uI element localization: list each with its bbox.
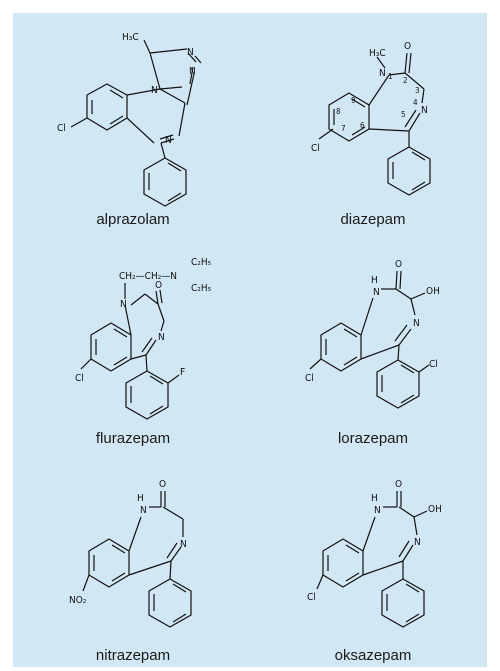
nitrazepam-n4: N	[180, 539, 187, 550]
oksazepam-n4: N	[414, 537, 421, 548]
flurazepam-cl: Cl	[75, 373, 84, 384]
nitrazepam-n1: N	[140, 505, 147, 516]
caption-lorazepam: lorazepam	[337, 430, 409, 447]
diazepam-n4: N	[421, 105, 428, 116]
alprazolam-cl: Cl	[57, 123, 66, 134]
alprazolam-n-right: N	[189, 66, 196, 77]
diazepam-num5: 5	[401, 110, 406, 119]
diazepam-n1: N	[379, 68, 386, 79]
diazepam-num2: 2	[403, 76, 408, 85]
caption-diazepam: diazepam	[340, 211, 406, 228]
nitrazepam-no2: NO₂	[69, 595, 87, 606]
flurazepam-structure	[80, 283, 180, 420]
diazepam-num8: 8	[336, 107, 341, 116]
diazepam-num9: 9	[351, 96, 356, 105]
diazepam-num3: 3	[415, 86, 420, 95]
structures-canvas: H₃C N N N N Cl H₃C N 1 O 2 3 N 4 5 6 7 8…	[57, 32, 442, 628]
diazepam-cl: Cl	[311, 143, 320, 154]
diazepam-num4: 4	[413, 98, 418, 107]
alprazolam-n-imine: N	[165, 135, 172, 146]
alprazolam-methyl-label: H₃C	[122, 32, 139, 43]
flurazepam-ethyl-top: C₂H₅	[191, 257, 212, 268]
diazepam-num1: 1	[388, 72, 393, 81]
oksazepam-cl: Cl	[307, 592, 316, 603]
lorazepam-n4: N	[413, 318, 420, 329]
caption-alprazolam: alprazolam	[96, 211, 170, 228]
caption-flurazepam: flurazepam	[95, 430, 171, 447]
diazepam-num7: 7	[341, 124, 346, 133]
flurazepam-ethyl-bottom: C₂H₅	[191, 283, 212, 294]
caption-nitrazepam: nitrazepam	[95, 647, 171, 664]
alprazolam-n-top-right: N	[187, 47, 194, 58]
flurazepam-chain: CH₂—CH₂—N	[119, 271, 177, 282]
oksazepam-o: O	[395, 479, 402, 490]
figure-panel: H₃C N N N N Cl H₃C N 1 O 2 3 N 4 5 6 7 8…	[13, 13, 487, 667]
flurazepam-f: F	[180, 367, 185, 378]
flurazepam-o: O	[155, 280, 162, 291]
lorazepam-n1: N	[373, 287, 380, 298]
oksazepam-structure	[316, 491, 428, 628]
lorazepam-o: O	[395, 259, 402, 270]
diazepam-methyl-label: H₃C	[369, 48, 386, 59]
oksazepam-oh: OH	[428, 504, 442, 515]
lorazepam-cl-ring: Cl	[305, 373, 314, 384]
diazepam-num6: 6	[360, 121, 365, 130]
diazepam-o: O	[404, 41, 411, 52]
lorazepam-nh: H	[371, 275, 378, 286]
nitrazepam-nh: H	[137, 493, 144, 504]
flurazepam-n4: N	[158, 332, 165, 343]
nitrazepam-o: O	[159, 479, 166, 490]
alprazolam-structure	[70, 39, 202, 207]
alprazolam-n-bridge: N	[151, 85, 158, 96]
lorazepam-cl-phenyl: Cl	[429, 359, 438, 370]
lorazepam-structure	[309, 270, 430, 409]
lorazepam-oh: OH	[426, 286, 440, 297]
caption-oksazepam: oksazepam	[334, 647, 412, 664]
flurazepam-n1: N	[120, 299, 127, 310]
nitrazepam-structure	[82, 491, 192, 628]
diazepam-structure	[318, 52, 431, 196]
oksazepam-n1: N	[374, 505, 381, 516]
oksazepam-nh: H	[371, 493, 378, 504]
